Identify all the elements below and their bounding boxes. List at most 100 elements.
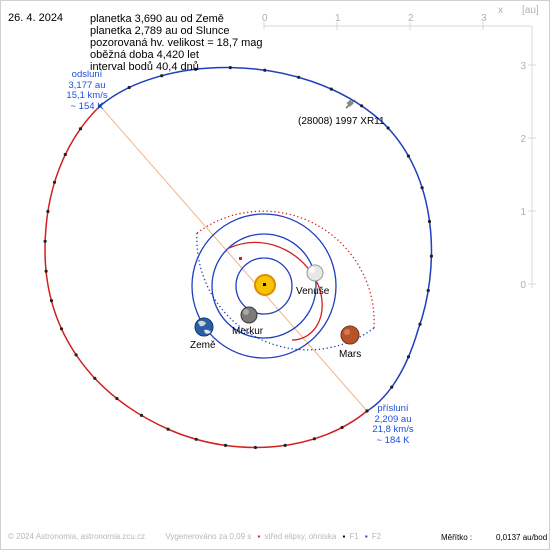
perihelion-temp: ~ 184 K <box>376 434 410 446</box>
planet-orbits <box>191 213 337 359</box>
aphelion-label: odsluní 3,177 au 15,1 km/s ~ 154 K <box>62 69 112 112</box>
center-dot-icon: ▪ <box>257 532 261 541</box>
earth-orbit <box>191 213 337 359</box>
earth-label: Země <box>190 340 216 351</box>
f2-dot-icon: ▪ <box>364 532 368 541</box>
aphelion-speed: 15,1 km/s <box>66 90 108 101</box>
x-tick-label: 1 <box>335 13 341 24</box>
orbit-point <box>312 437 316 441</box>
venus-orbit <box>211 233 317 339</box>
legend-f1-text: F1 <box>349 532 359 541</box>
f1-dot-icon: ▪ <box>342 532 346 541</box>
orbit-point <box>93 376 97 380</box>
y-tick-label: 3 <box>520 61 526 72</box>
orbit-point <box>283 443 287 447</box>
orbit-point <box>228 66 232 70</box>
orbit-point <box>253 445 257 450</box>
info-line: planetka 2,789 au od Slunce <box>90 25 230 37</box>
info-line: pozorovaná hv. velikost = 18,7 mag <box>90 37 263 49</box>
venus-label: Venuše <box>296 286 330 297</box>
orbit-point <box>360 104 364 108</box>
info-line: oběžná doba 4,420 let <box>90 49 199 61</box>
orbit-point <box>418 322 422 326</box>
orbit-point <box>78 127 83 131</box>
copyright-text: © 2024 Astronomia, astronomia.zcu.cz <box>8 532 146 541</box>
orbit-point <box>329 87 333 91</box>
y-tick-label: 1 <box>520 207 526 218</box>
orbit-point <box>127 85 131 90</box>
mars-icon <box>340 325 360 345</box>
perihelion-distance: 2,209 au <box>374 413 412 425</box>
orbit-point <box>74 353 78 357</box>
orbit-point <box>406 154 410 158</box>
perihelion-speed: 21,8 km/s <box>372 424 414 435</box>
mars-orbit-blue <box>196 232 375 351</box>
sun-icon <box>254 274 276 296</box>
mars-orbit-red <box>196 210 375 329</box>
footer: © 2024 Astronomia, astronomia.zcu.cz Vyg… <box>8 532 385 541</box>
aphelion-title: odsluní <box>71 69 103 80</box>
date-label: 26. 4. 2024 <box>8 12 64 24</box>
unit-label: [au] <box>522 5 539 16</box>
mercury-label: Merkur <box>232 326 264 337</box>
axis-group <box>263 22 536 288</box>
orbit-point <box>390 385 394 389</box>
orbit-point <box>365 409 369 413</box>
orbit-point <box>44 269 48 273</box>
orbit-point <box>166 427 170 431</box>
orbit-point <box>49 299 54 303</box>
legend-f2-text: F2 <box>371 532 382 541</box>
venus-icon <box>306 264 324 282</box>
x-axis-label: x <box>498 5 503 16</box>
inner-red-arc <box>228 241 323 341</box>
scale-value: 0,0137 au/bod <box>496 533 548 542</box>
perihelion-title: přísluní <box>377 403 409 414</box>
y-tick-label: 0 <box>520 280 526 291</box>
asteroid-orbit-upper <box>99 66 433 412</box>
orbit-point <box>263 68 267 72</box>
orbit-point <box>160 74 164 78</box>
mercury-orbit <box>235 257 293 315</box>
info-panel: planetka 3,690 au od Země planetka 2,789… <box>90 13 263 73</box>
orbit-point <box>223 443 228 447</box>
asteroid-marker-icon <box>345 99 356 109</box>
earth-icon <box>194 317 214 337</box>
orbit-point <box>98 104 102 108</box>
orbit-point <box>429 254 433 258</box>
orbit-point <box>52 180 57 184</box>
x-tick-label: 3 <box>481 13 487 24</box>
orbit-point <box>340 425 344 430</box>
orbit-point <box>115 396 119 401</box>
ellipse-center-marker <box>239 257 242 260</box>
info-line: interval bodů 40,4 dnů <box>90 61 199 73</box>
orbit-point <box>43 239 47 243</box>
asteroid-name-label: (28008) 1997 XR11 <box>298 116 385 127</box>
asteroid-orbit-lower <box>44 105 368 449</box>
apsis-line <box>99 105 368 412</box>
orbit-point <box>139 413 144 417</box>
y-tick-label: 2 <box>520 134 526 145</box>
info-line: planetka 3,690 au od Země <box>90 13 224 25</box>
orbit-point <box>386 126 390 130</box>
generated-text: Vygenerováno za 0,09 s <box>165 532 252 541</box>
orbit-dots <box>43 66 433 450</box>
x-tick-label: 0 <box>262 13 268 24</box>
aphelion-temp: ~ 154 K <box>70 100 104 112</box>
orbit-point <box>46 209 50 214</box>
orbit-point <box>59 327 64 331</box>
x-tick-label: 2 <box>408 13 414 24</box>
scale-label: Měřítko : <box>441 533 473 542</box>
mercury-icon <box>240 306 258 324</box>
mars-label: Mars <box>339 349 361 360</box>
orbit-point <box>194 67 198 71</box>
legend-center-text: střed elipsy, ohniska <box>264 532 337 541</box>
orbit-point <box>426 288 430 293</box>
orbit-point <box>297 75 301 79</box>
perihelion-label: přísluní 2,209 au 21,8 km/s ~ 184 K <box>368 403 418 446</box>
asteroid-orbit <box>44 66 433 449</box>
orbit-point <box>194 437 198 441</box>
orbit-point <box>427 219 432 224</box>
orbit-point <box>420 186 424 190</box>
